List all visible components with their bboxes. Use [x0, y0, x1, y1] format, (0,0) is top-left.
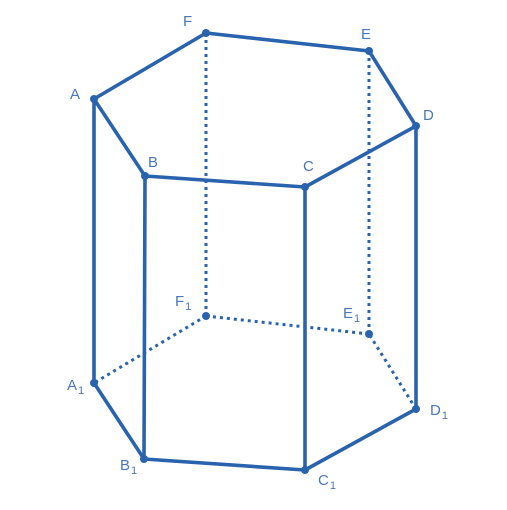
edge-C-D	[303, 124, 418, 189]
label-B1: B1	[120, 457, 138, 477]
edge-B-B1	[142, 174, 147, 461]
vertex-A	[90, 95, 98, 103]
hidden-edge-F1-A1	[93, 314, 207, 385]
vertex-D	[412, 122, 420, 130]
label-C1: C1	[318, 472, 336, 492]
label-E: E	[361, 26, 372, 43]
vertex-C1	[301, 466, 309, 474]
label-E1: E1	[343, 305, 361, 325]
vertex-E	[365, 47, 373, 55]
vertex-A1	[90, 379, 98, 387]
label-C: C	[303, 158, 314, 175]
vertex-E1	[365, 330, 373, 338]
label-A: A	[70, 86, 81, 103]
edge-F-A	[92, 31, 208, 101]
edge-A-B	[92, 97, 147, 178]
vertex-D1	[412, 405, 420, 413]
edge-B1-C1	[142, 457, 307, 472]
edge-A1-B1	[92, 381, 146, 461]
label-D: D	[423, 107, 434, 124]
label-B: B	[148, 154, 159, 171]
vertex-C	[301, 183, 309, 191]
label-A1: A1	[67, 377, 85, 397]
vertex-F1	[202, 312, 210, 320]
label-F: F	[183, 13, 193, 30]
vertex-B1	[140, 455, 148, 463]
edge-C1-D1	[303, 407, 418, 472]
label-D1: D1	[430, 402, 448, 422]
label-F1: F1	[175, 293, 192, 313]
vertex-F	[202, 29, 210, 37]
vertex-B	[141, 172, 149, 180]
edge-E-F	[204, 31, 371, 53]
hidden-edge-D1-E1	[367, 333, 418, 410]
edge-B-C	[143, 174, 307, 189]
edge-D-E	[367, 49, 418, 128]
